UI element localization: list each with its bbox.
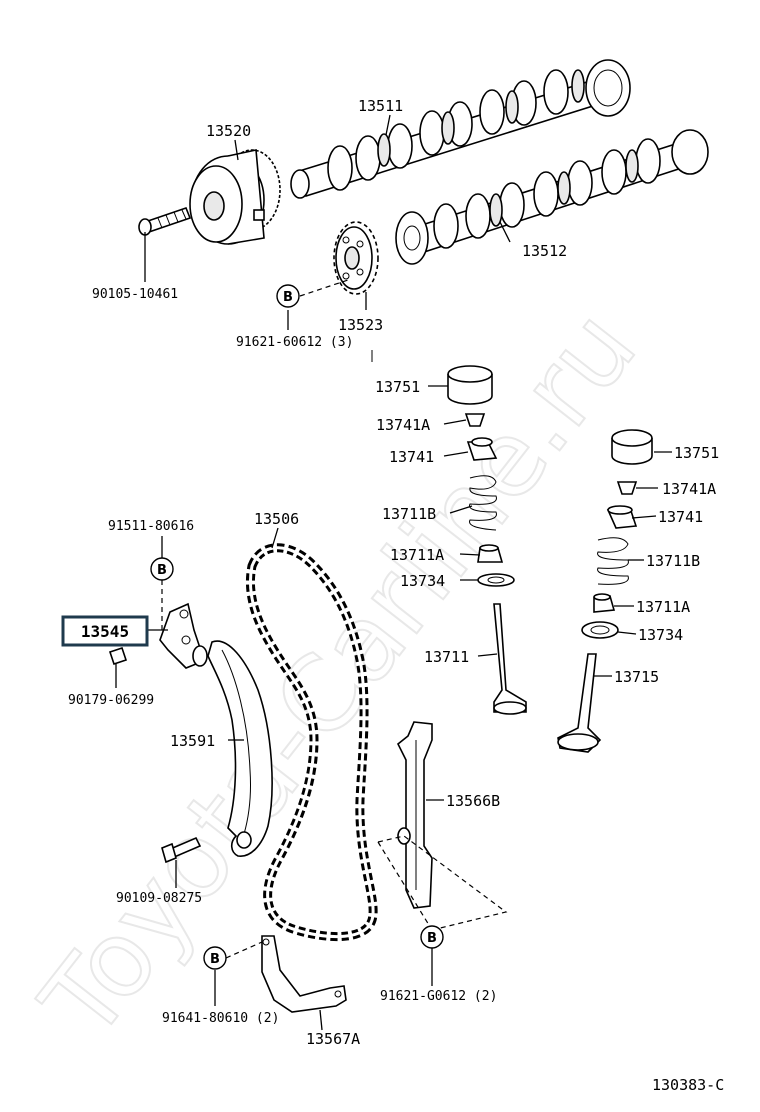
label-13741A-right[interactable]: 13741A [662, 480, 716, 498]
valve-spring-13711B-right[interactable] [597, 537, 629, 585]
label-13711A-left[interactable]: 13711A [390, 546, 444, 564]
valve-keeper-13741A-right[interactable] [616, 481, 638, 495]
diagram-code: 130383-C [652, 1076, 724, 1094]
callout-badge-b-4: B [420, 925, 444, 949]
valve-spring-13711B-left[interactable] [469, 475, 497, 531]
callout-badge-b-3: B [203, 946, 227, 970]
bolt-90105-10461[interactable] [138, 206, 192, 236]
svg-text:B: B [283, 290, 293, 305]
highlighted-part-13545[interactable]: 13545 [61, 615, 149, 647]
label-13512[interactable]: 13512 [522, 242, 567, 260]
bolt-90109-08275[interactable] [161, 836, 202, 864]
label-13751-left[interactable]: 13751 [375, 378, 420, 396]
valve-keeper-13741A-left[interactable] [464, 413, 486, 427]
chain-damper-13567A[interactable] [261, 935, 347, 1013]
label-13567A[interactable]: 13567A [306, 1030, 360, 1048]
label-13511[interactable]: 13511 [358, 97, 403, 115]
label-13741A-left[interactable]: 13741A [376, 416, 430, 434]
label-13741-left[interactable]: 13741 [389, 448, 434, 466]
chain-tensioner-13545[interactable] [159, 602, 208, 669]
label-91621-60612[interactable]: 91621-60612 (3) [236, 335, 353, 350]
cam-timing-gear-13520[interactable] [189, 149, 281, 245]
label-90109-08275[interactable]: 90109-08275 [116, 891, 202, 906]
chain-slipper-13591[interactable] [207, 640, 273, 857]
valve-lifter-13751-right[interactable] [611, 429, 653, 465]
label-91511-80616[interactable]: 91511-80616 [108, 519, 194, 534]
svg-text:B: B [427, 931, 437, 946]
spring-seat-13711A-right[interactable] [593, 593, 616, 613]
label-13523[interactable]: 13523 [338, 316, 383, 334]
label-90179-06299[interactable]: 90179-06299 [68, 693, 154, 708]
valve-seal-13734-left[interactable] [477, 573, 515, 587]
nut-90179-06299[interactable] [108, 646, 128, 666]
camshaft-13511[interactable] [290, 59, 631, 199]
timing-chain-13506[interactable] [245, 543, 378, 942]
cam-sprocket-13523[interactable] [333, 221, 379, 295]
label-13506[interactable]: 13506 [254, 510, 299, 528]
label-13734-right[interactable]: 13734 [638, 626, 683, 644]
callout-badge-b-2: B [150, 557, 174, 581]
label-13591[interactable]: 13591 [170, 732, 215, 750]
label-90105-10461[interactable]: 90105-10461 [92, 287, 178, 302]
label-13711[interactable]: 13711 [424, 648, 469, 666]
valve-lifter-13751-left[interactable] [447, 365, 493, 405]
part-labels: 13520 13511 90105-10461 13523 91621-6061… [68, 97, 724, 1094]
camshaft-13512[interactable] [395, 129, 709, 265]
watermark: Toyota-Carline.ru [18, 288, 660, 1061]
svg-text:B: B [157, 563, 167, 578]
label-91641-80610[interactable]: 91641-80610 (2) [162, 1011, 279, 1026]
label-91621-G0612[interactable]: 91621-G0612 (2) [380, 989, 497, 1004]
label-13711B-left[interactable]: 13711B [382, 505, 436, 523]
label-13734-left[interactable]: 13734 [400, 572, 445, 590]
label-13566B[interactable]: 13566B [446, 792, 500, 810]
chain-guide-13566B[interactable] [396, 721, 433, 909]
svg-text:13545: 13545 [81, 622, 129, 641]
valve-13711[interactable] [493, 603, 527, 715]
spring-retainer-13741-right[interactable] [606, 505, 638, 529]
label-13715[interactable]: 13715 [614, 668, 659, 686]
leader-lines [115, 114, 672, 1031]
label-13711A-right[interactable]: 13711A [636, 598, 690, 616]
callout-badge-b-1: B [276, 284, 300, 308]
valve-seal-13734-right[interactable] [581, 621, 619, 639]
valve-13715[interactable] [557, 653, 602, 753]
label-13741-right[interactable]: 13741 [658, 508, 703, 526]
label-13711B-right[interactable]: 13711B [646, 552, 700, 570]
label-13520[interactable]: 13520 [206, 122, 251, 140]
spring-seat-13711A-left[interactable] [477, 544, 504, 563]
spring-retainer-13741-left[interactable] [466, 437, 498, 461]
label-13751-right[interactable]: 13751 [674, 444, 719, 462]
svg-text:B: B [210, 952, 220, 967]
